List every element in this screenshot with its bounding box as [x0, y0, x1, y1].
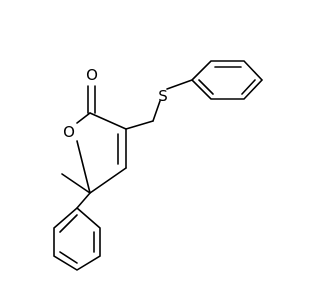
atom-ring-oxygen: O	[63, 123, 75, 141]
bond-ch2-s	[152, 100, 161, 122]
phenyl-ring-lower	[53, 206, 101, 271]
phenyl-lower-double-3	[59, 214, 78, 233]
bond-c5-methyl	[61, 173, 91, 194]
phenyl-upper-double-2	[241, 79, 256, 95]
molecule-structure: O O S	[53, 60, 264, 271]
bond-c5-ph	[76, 192, 91, 209]
bond-c5-o-ring	[76, 140, 91, 194]
atom-sulfur: S	[158, 87, 168, 105]
atom-carbonyl-oxygen: O	[86, 66, 98, 84]
phenyl-lower-double-2	[59, 251, 78, 264]
bond-c2-c3	[89, 112, 127, 130]
bond-s-ph	[166, 79, 193, 90]
bond-c4-c5	[89, 167, 127, 194]
bond-c3-ch2	[125, 120, 154, 130]
bond-c2-o-ring	[76, 112, 91, 124]
phenyl-upper-double-3	[198, 79, 214, 95]
phenyl-ring-upper	[190, 60, 264, 100]
